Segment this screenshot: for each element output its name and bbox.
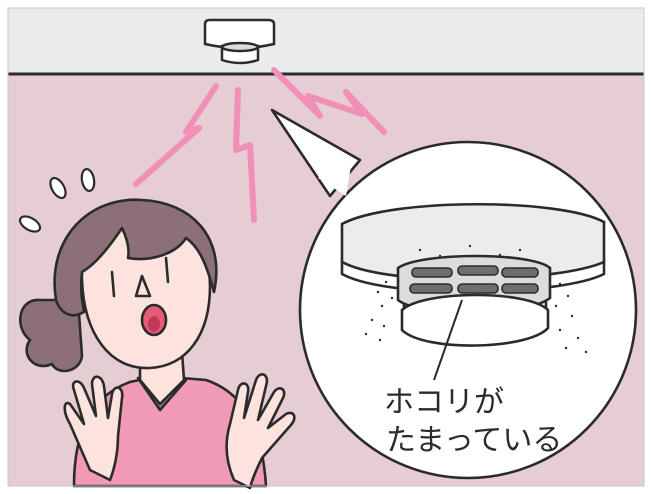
ceiling-smoke-detector-icon <box>203 18 276 65</box>
nose <box>134 274 152 298</box>
left-eye <box>110 270 116 298</box>
right-hand <box>225 373 296 490</box>
hair-bun <box>19 298 84 373</box>
left-hand <box>63 375 124 482</box>
magnify-bubble-icon: ホコリが たまっている <box>270 108 638 480</box>
callout-leader-line <box>433 299 463 381</box>
woman-figure <box>19 198 296 490</box>
frame <box>7 7 645 487</box>
callout-text-line-2: たまっている <box>386 423 562 458</box>
detector-bottom <box>400 293 550 347</box>
right-eye <box>164 256 170 284</box>
mouth-inner <box>148 316 160 332</box>
callout-text-line-1: ホコリが <box>384 385 504 420</box>
ceiling <box>8 8 644 74</box>
dust-specks <box>364 244 588 354</box>
hair <box>53 198 218 317</box>
sweat-drop-icon <box>18 168 96 233</box>
smoke-detector-closeup <box>340 202 606 381</box>
dust-clogged-vents <box>409 265 539 294</box>
alarm-bolt-icon <box>133 67 387 223</box>
